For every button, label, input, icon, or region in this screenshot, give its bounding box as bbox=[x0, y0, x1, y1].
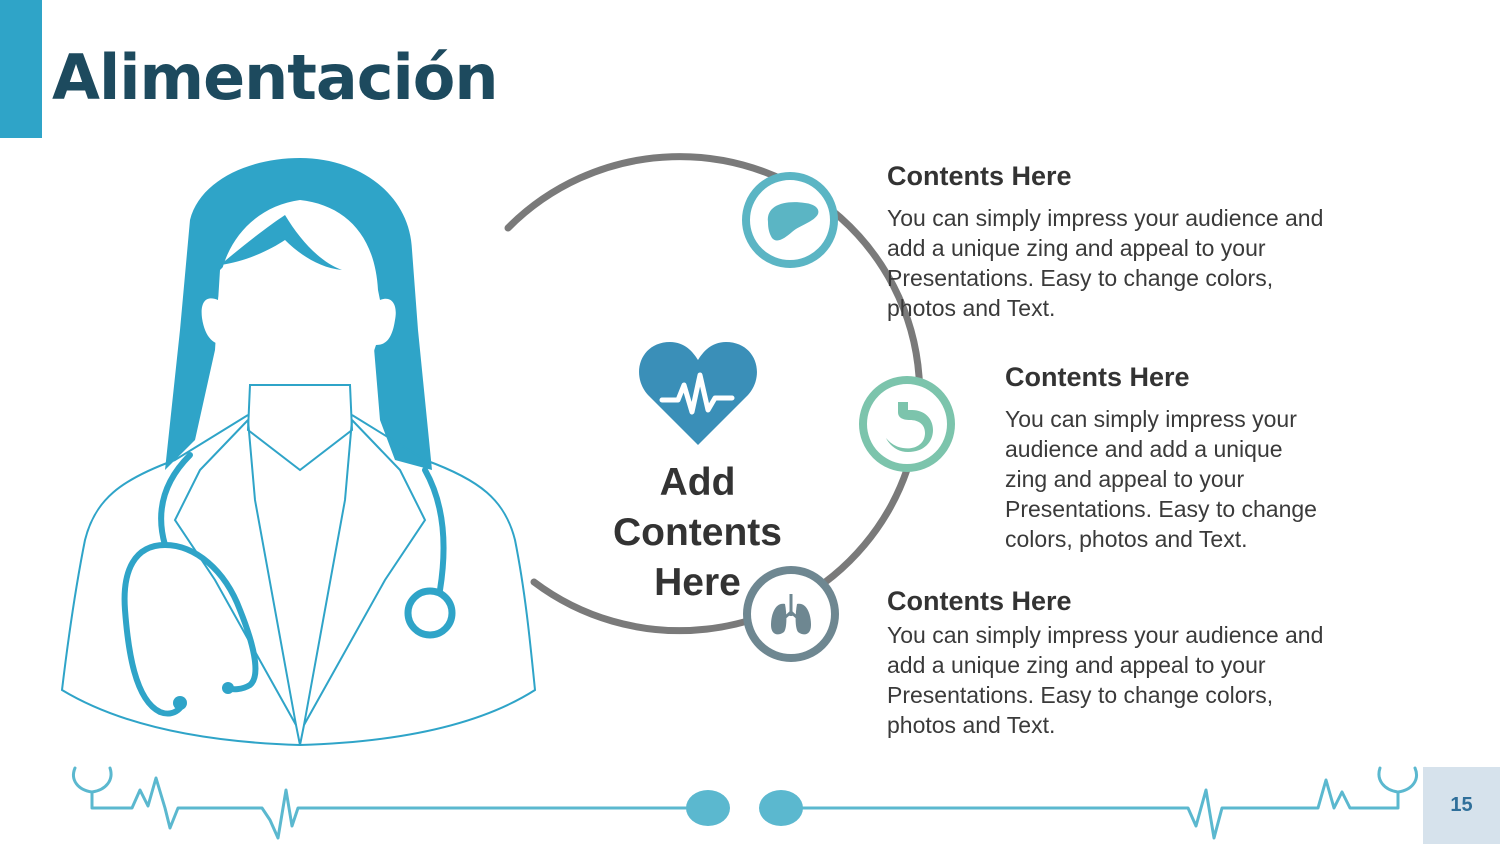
center-label: Add Contents Here bbox=[613, 461, 782, 604]
content-block-body: You can simply impress your audience and… bbox=[887, 622, 1324, 738]
content-block-heading: Contents Here bbox=[887, 161, 1072, 191]
content-block-heading: Contents Here bbox=[1005, 362, 1190, 392]
content-block-body: You can simply impress your audience and… bbox=[1005, 406, 1317, 552]
content-block-3: Contents Here You can simply impress you… bbox=[887, 584, 1327, 740]
content-block-heading: Contents Here bbox=[887, 586, 1072, 616]
content-block-2: Contents Here You can simply impress you… bbox=[1005, 360, 1325, 554]
content-block-body: You can simply impress your audience and… bbox=[887, 205, 1324, 321]
content-block-1: Contents Here You can simply impress you… bbox=[887, 159, 1327, 323]
page-number: 15 bbox=[1423, 767, 1500, 844]
title-accent-bar bbox=[0, 0, 42, 138]
slide-title: Alimentación bbox=[52, 41, 498, 114]
